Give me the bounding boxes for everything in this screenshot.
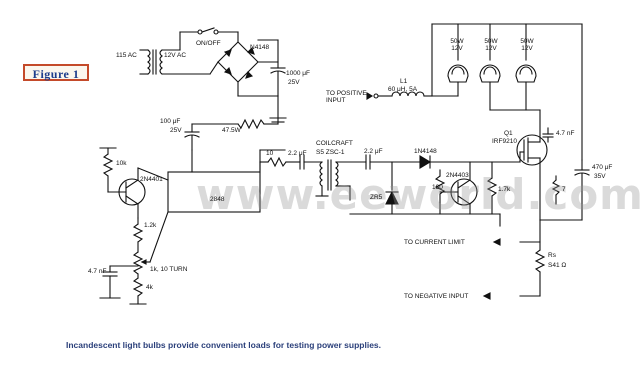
figure-label: Figure 1 xyxy=(23,64,89,81)
pulse-transformer xyxy=(315,154,421,201)
inductor-l1 xyxy=(373,91,433,99)
drive-path xyxy=(259,154,323,173)
label-bulb1: 50W 12V xyxy=(450,38,464,52)
label-xfmr-coilcraft: COILCRAFT xyxy=(316,140,353,147)
resistor-1-2k xyxy=(132,217,144,253)
label-mosfet-ref: Q1 xyxy=(504,130,513,137)
capacitor-470uf xyxy=(539,159,590,221)
diode-1n4148 xyxy=(419,155,521,169)
bridge-rectifier xyxy=(179,41,279,97)
label-bulb2: 50W 12V xyxy=(484,38,498,52)
label-rs-val: S41 Ω xyxy=(548,262,567,269)
label-cap-470: 470 μF xyxy=(592,164,613,171)
label-ic-2848: 2848 xyxy=(210,196,225,203)
label-diode-1n4148: 1N4148 xyxy=(414,148,437,155)
watermark: www.eeworld.com.cn xyxy=(196,170,640,219)
label-q-2n4401: 2N4401 xyxy=(140,176,163,183)
label-res-7: 7 xyxy=(562,186,566,193)
label-cap-100: 100 μF xyxy=(160,118,181,125)
resistor-7 xyxy=(551,175,561,205)
label-l1-val: 60 μH, 5A xyxy=(388,86,418,93)
label-cap-47nf: 4.7 nF xyxy=(556,130,575,137)
label-res-47: 47.5W xyxy=(222,127,241,134)
label-res-180: 180 xyxy=(432,184,443,191)
bulb-bank xyxy=(431,23,583,161)
power-switch xyxy=(179,27,239,51)
label-to-current-limit: TO CURRENT LIMIT xyxy=(404,239,465,246)
transistor-2n4401 xyxy=(107,167,169,219)
label-bridge: N4148 xyxy=(250,44,270,51)
capacitor-4-7nf xyxy=(542,127,554,143)
mains-transformer xyxy=(139,49,181,75)
label-to-negative-input: TO NEGATIVE INPUT xyxy=(404,293,469,300)
label-mosfet: IRF9210 xyxy=(492,138,517,145)
label-cap-470-v: 35V xyxy=(594,173,606,180)
transistor-2n4403 xyxy=(434,161,478,215)
mosfet-q1 xyxy=(516,109,548,221)
resistor-rs xyxy=(519,219,546,297)
label-res-10: 10 xyxy=(266,150,274,157)
figure-caption: Incandescent light bulbs provide conveni… xyxy=(66,340,382,350)
label-pos-input: TO POSITIVE INPUT xyxy=(326,90,367,104)
label-pot-1k: 1k, 10 TURN xyxy=(150,266,188,273)
signal-arrows xyxy=(366,92,501,300)
label-cap-47n: 4.7 nF xyxy=(88,268,107,275)
label-cap-22u: 2.2 μF xyxy=(288,150,307,157)
timing-rc xyxy=(99,265,147,305)
label-res-4k: 4k xyxy=(146,284,153,291)
label-xfmr-part: S5 ZSC-1 xyxy=(316,149,345,156)
label-res-12k: 1.2k xyxy=(144,222,157,229)
label-cap-1000-v: 25V xyxy=(288,79,300,86)
label-vac-in: 115 AC xyxy=(116,52,137,59)
label-res-10k: 10k xyxy=(116,160,127,167)
label-zener: ZR5 xyxy=(370,194,383,201)
label-l1: L1 xyxy=(400,78,408,85)
label-vac-out: 12V AC xyxy=(164,52,187,59)
label-res-17k: 1.7k xyxy=(498,186,511,193)
label-cap-1000: 1000 μF xyxy=(286,70,310,77)
label-q-2n4403: 2N4403 xyxy=(446,172,469,179)
capacitor-1000uf xyxy=(237,39,286,97)
potentiometer-1k xyxy=(132,211,169,279)
supply-rc xyxy=(184,95,287,173)
label-cap-22u-b: 2.2 μF xyxy=(364,148,383,155)
label-cap-100-v: 25V xyxy=(170,127,182,134)
zener-diode xyxy=(385,161,399,215)
ground-rail xyxy=(349,213,501,227)
resistor-10k xyxy=(99,147,117,193)
label-bulb3: 50W 12V xyxy=(520,38,534,52)
label-rs: Rs xyxy=(548,252,556,259)
label-switch: ON/OFF xyxy=(196,40,221,47)
resistor-1-7k xyxy=(486,161,498,215)
